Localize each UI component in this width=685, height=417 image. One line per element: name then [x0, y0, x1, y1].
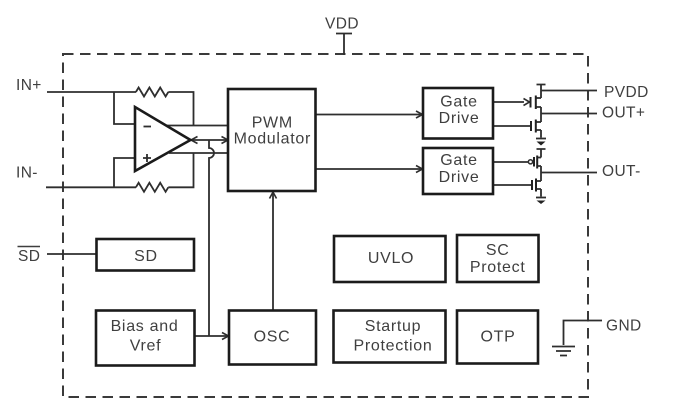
svg-text:PVDD: PVDD — [604, 84, 649, 101]
svg-text:Startup: Startup — [365, 318, 422, 335]
svg-text:OUT+: OUT+ — [602, 105, 645, 122]
svg-text:GND: GND — [606, 318, 642, 335]
svg-text:Modulator: Modulator — [234, 131, 311, 148]
svg-text:UVLO: UVLO — [368, 250, 414, 267]
svg-text:Gate: Gate — [440, 152, 478, 169]
svg-text:Drive: Drive — [439, 110, 480, 127]
svg-text:OSC: OSC — [254, 329, 291, 346]
svg-text:OUT-: OUT- — [602, 163, 641, 180]
svg-text:IN-: IN- — [16, 165, 38, 182]
svg-text:Vref: Vref — [130, 338, 162, 355]
svg-text:OTP: OTP — [481, 329, 516, 346]
svg-text:SD: SD — [134, 248, 158, 265]
svg-text:PWM: PWM — [252, 115, 293, 132]
svg-text:IN+: IN+ — [16, 77, 42, 94]
svg-text:Drive: Drive — [439, 169, 480, 186]
svg-text:Protection: Protection — [353, 338, 432, 355]
svg-text:Bias and: Bias and — [111, 318, 179, 335]
svg-text:VDD: VDD — [325, 16, 359, 33]
svg-text:SD: SD — [18, 248, 40, 265]
svg-text:SC: SC — [486, 242, 510, 259]
svg-text:Gate: Gate — [440, 94, 478, 111]
svg-text:Protect: Protect — [470, 259, 526, 276]
